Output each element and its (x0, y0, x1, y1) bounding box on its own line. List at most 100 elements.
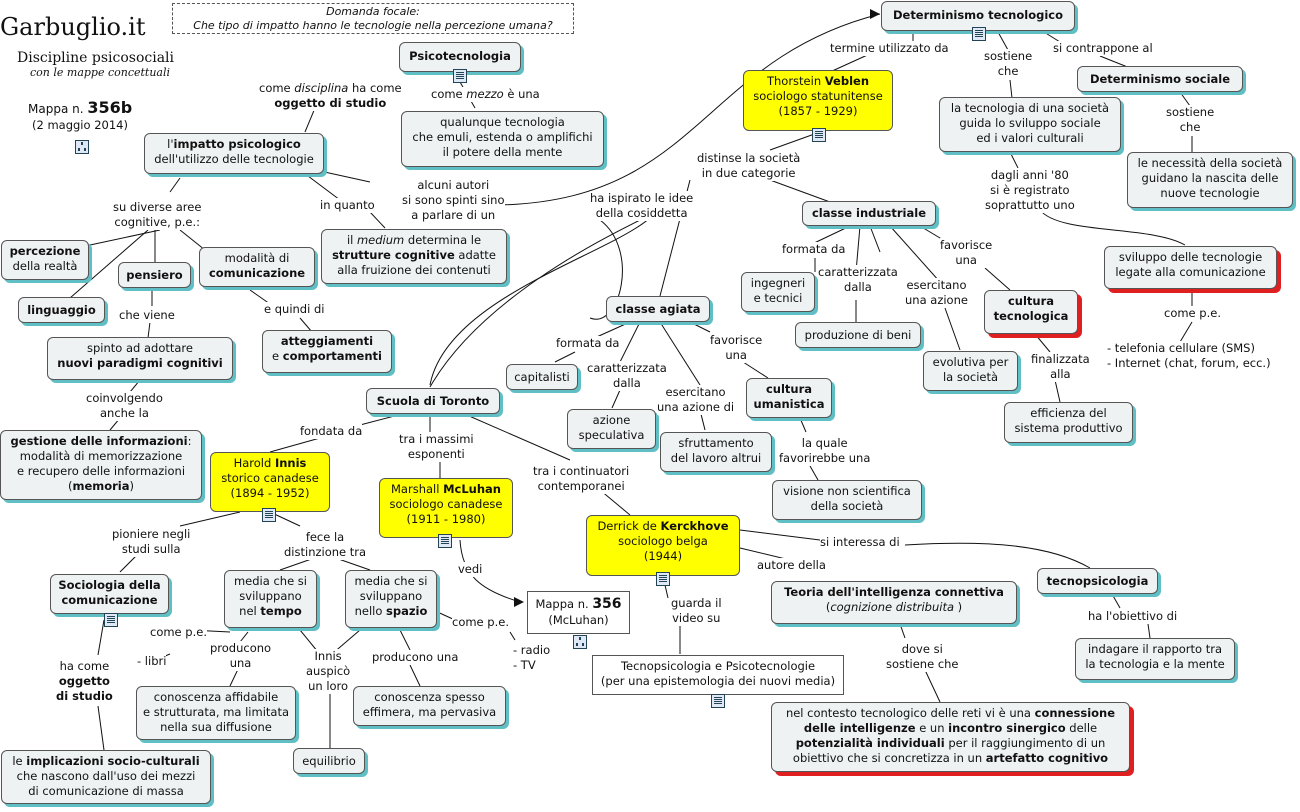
label-fece-la: fece la distinzione tra (284, 530, 367, 560)
label-dove-si: dove si sostiene che (886, 642, 959, 672)
label-finalizzata: finalizzata alla (1031, 352, 1090, 382)
document-icon[interactable] (262, 508, 276, 522)
node-evolutiva[interactable]: evolutiva per la società (923, 351, 1018, 391)
node-gestione-informazioni[interactable]: gestione delle informazioni: modalità di… (0, 430, 202, 500)
label-alcuni-autori: alcuni autori si sono spinti sino a parl… (402, 178, 505, 223)
node-capitalisti[interactable]: capitalisti (506, 364, 578, 390)
node-sfruttamento[interactable]: sfruttamento del lavoro altrui (660, 432, 772, 472)
label-libri: - libri (137, 654, 167, 669)
node-kerckhove[interactable]: Derrick de Kerckhove sociologo belga (19… (586, 515, 740, 576)
node-sociologia-comunicazione[interactable]: Sociologia della comunicazione (50, 574, 169, 614)
logo-title[interactable]: Garbuglio.it (0, 13, 146, 41)
node-conoscenza-affidabile[interactable]: conoscenza affidabile e strutturata, ma … (136, 686, 296, 740)
focal-title: Domanda focale: (326, 5, 420, 18)
tree-map-icon[interactable] (573, 635, 587, 649)
node-linguaggio[interactable]: linguaggio (18, 297, 105, 323)
node-medium[interactable]: il medium determina le strutture cogniti… (321, 229, 507, 284)
node-necessita-societa[interactable]: le necessità della società guidano la na… (1127, 152, 1293, 208)
node-media-spazio[interactable]: media che si sviluppano nello spazio (345, 570, 437, 628)
node-mappa-356[interactable]: Mappa n. 356 (McLuhan) (527, 591, 630, 634)
node-cultura-umanistica[interactable]: cultura umanistica (746, 378, 832, 418)
document-icon[interactable] (656, 572, 670, 586)
label-caratterizzata: caratterizzata dalla (818, 265, 898, 295)
node-scuola-toronto[interactable]: Scuola di Toronto (366, 388, 500, 414)
label-come-pe-3: come p.e. (452, 615, 509, 630)
node-psicotecnologia[interactable]: Psicotecnologia (399, 42, 521, 72)
node-efficienza[interactable]: efficienza del sistema produttivo (1004, 402, 1133, 443)
node-implicazioni[interactable]: le implicazioni socio-culturali che nasc… (1, 750, 211, 804)
node-media-tempo[interactable]: media che si sviluppano nel tempo (224, 570, 317, 628)
node-indagare[interactable]: indagare il rapporto tra la tecnologia e… (1075, 638, 1235, 680)
node-determinismo-tecnologico[interactable]: Determinismo tecnologico (881, 1, 1075, 31)
node-qualunque-tecnologia[interactable]: qualunque tecnologia che emuli, estenda … (401, 111, 604, 167)
node-classe-industriale[interactable]: classe industriale (802, 201, 936, 226)
label-dagli-anni: dagli anni '80 si è registrato soprattut… (985, 168, 1075, 213)
node-atteggiamenti[interactable]: atteggiamenti e comportamenti (262, 330, 392, 373)
node-determinismo-sociale[interactable]: Determinismo sociale (1077, 66, 1243, 92)
label-ha-come: ha come oggetto di studio (56, 659, 113, 704)
document-icon[interactable] (812, 128, 826, 142)
label-telefonia: - telefonia cellulare (SMS) - Internet (… (1107, 341, 1271, 371)
label-ha-obiettivo: ha l'obiettivo di (1088, 609, 1178, 624)
node-modalita-comunicazione[interactable]: modalità di comunicazione (199, 247, 315, 287)
label-come-disciplina: come disciplina ha come oggetto di studi… (259, 81, 402, 111)
document-icon[interactable] (104, 613, 118, 627)
node-tecnopsicologia[interactable]: tecnopsicologia (1037, 568, 1158, 594)
node-visione[interactable]: visione non scientifica della società (772, 480, 922, 520)
label-vedi: vedi (458, 562, 483, 577)
node-conoscenza-effimera[interactable]: conoscenza spesso effimera, ma pervasiva (353, 686, 506, 726)
label-favorisce: favorisce una (940, 238, 993, 268)
node-teoria-intelligenza[interactable]: Teoria dell'intelligenza connettiva (cog… (771, 581, 1017, 624)
label-radio-tv: - radio - TV (513, 643, 551, 673)
document-icon[interactable] (453, 69, 467, 83)
node-classe-agiata[interactable]: classe agiata (606, 296, 710, 322)
label-sostiene-che: sostiene che (984, 49, 1033, 79)
focal-question-box: Domanda focale: Che tipo di impatto hann… (172, 3, 574, 34)
label-autore-della: autore della (757, 558, 826, 573)
node-veblen[interactable]: Thorstein Veblen sociologo statunitense … (743, 70, 893, 131)
label-si-contrappone: si contrappone al (1053, 41, 1153, 56)
label-e-quindi: e quindi di (264, 302, 325, 317)
node-produzione-beni[interactable]: produzione di beni (795, 322, 921, 348)
node-sviluppo-tecnologie[interactable]: sviluppo delle tecnologie legate alla co… (1104, 246, 1277, 289)
label-come-pe: come p.e. (1164, 306, 1221, 321)
label-producono: producono una (210, 641, 272, 671)
label-in-quanto: in quanto (320, 198, 375, 213)
document-icon[interactable] (972, 27, 986, 41)
label-ha-ispirato: ha ispirato le idee della cosiddetta (590, 191, 694, 221)
node-ingegneri[interactable]: ingegneri e tecnici (741, 272, 815, 312)
label-guarda: guarda il video su (671, 596, 722, 626)
label-innis-auspico: Innis auspicò un loro (306, 649, 351, 694)
document-icon[interactable] (438, 534, 452, 548)
label-come-mezzo: come mezzo è una (431, 87, 540, 102)
node-equilibrio[interactable]: equilibrio (293, 748, 365, 774)
label-caratterizzata-2: caratterizzata dalla (587, 361, 667, 391)
label-si-interessa: si interessa di (820, 535, 900, 550)
document-icon[interactable] (711, 694, 725, 708)
node-percezione[interactable]: percezione della realtà (1, 240, 89, 280)
label-distinse: distinse la società in due categorie (697, 151, 801, 181)
node-tecnopsicologia-video[interactable]: Tecnopsicologia e Psicotecnologie (per u… (592, 655, 844, 695)
label-diverse-aree: su diverse aree cognitive, p.e.: (113, 200, 202, 230)
node-spinto-adottare[interactable]: spinto ad adottare nuovi paradigmi cogni… (47, 337, 233, 380)
label-fondata-da: fondata da (300, 424, 363, 439)
node-innis[interactable]: Harold Innis storico canadese (1894 - 19… (210, 452, 330, 512)
node-pensiero[interactable]: pensiero (118, 262, 191, 288)
label-tra-continuatori: tra i continuatori contemporanei (533, 464, 630, 494)
label-pioniere: pioniere negli studi sulla (112, 527, 191, 557)
node-azione-speculativa[interactable]: azione speculativa (567, 409, 656, 449)
label-la-quale: la quale favorirebbe una (779, 436, 871, 466)
map-number: Mappa n. 356b (28, 98, 133, 117)
node-contesto-tecnologico[interactable]: nel contesto tecnologico delle reti vi è… (771, 702, 1130, 772)
node-impatto-psicologico[interactable]: l'impatto psicologico dell'utilizzo dell… (144, 133, 324, 174)
focal-question: Che tipo di impatto hanno le tecnologie … (193, 18, 553, 32)
logo-subtitle: Discipline psicosociali (17, 50, 175, 66)
node-cultura-tecnologica[interactable]: cultura tecnologica (984, 290, 1078, 334)
node-mcluhan[interactable]: Marshall McLuhan sociologo canadese (191… (379, 478, 513, 538)
label-esercitano: esercitano una azione (905, 278, 968, 308)
tree-map-icon[interactable] (75, 140, 89, 154)
node-tecnologia-societa[interactable]: la tecnologia di una società guida lo sv… (939, 97, 1121, 152)
label-che-viene: che viene (119, 308, 175, 323)
label-producono-2: producono una (372, 650, 459, 665)
